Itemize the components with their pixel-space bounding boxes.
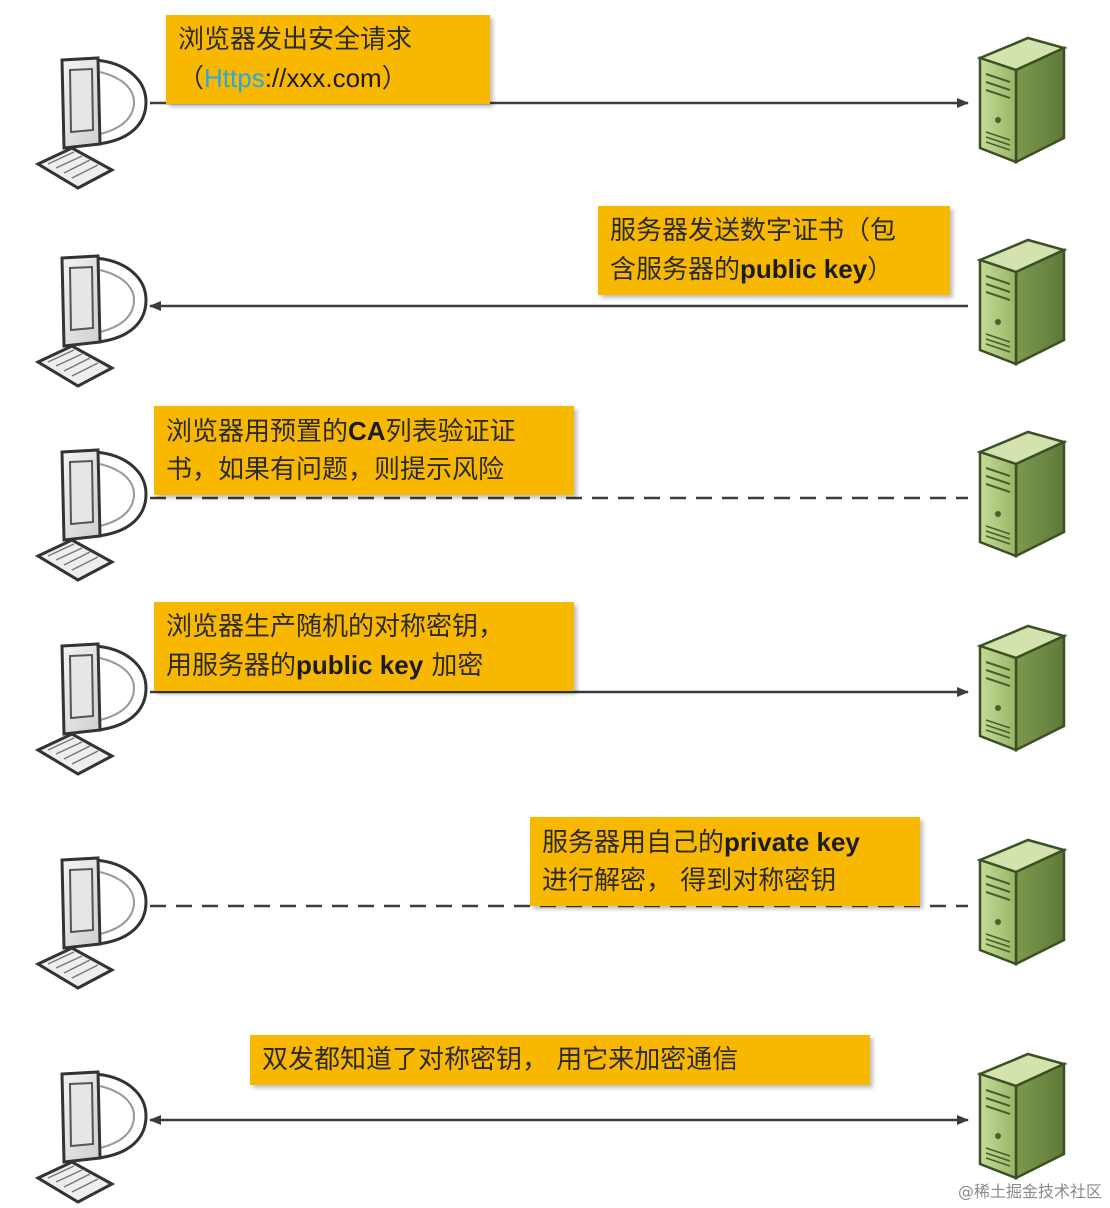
desktop-computer-icon	[36, 448, 148, 582]
note-text: 加密	[423, 651, 484, 681]
server-tower-icon	[978, 430, 1066, 558]
step-5-note: 服务器用自己的private key 进行解密， 得到对称密钥	[530, 817, 920, 906]
note-text: 列表验证证	[385, 417, 516, 447]
note-line: 浏览器生产随机的对称密钥，	[166, 608, 562, 646]
note-text: 双发都知道了对称密钥， 用它来加密通信	[262, 1045, 739, 1075]
note-protocol: Https	[204, 63, 265, 93]
note-line: 浏览器发出安全请求	[178, 21, 478, 59]
note-line: 用服务器的public key 加密	[166, 646, 562, 685]
desktop-computer-icon	[36, 56, 148, 190]
note-text: 进行解密， 得到对称密钥	[542, 866, 837, 896]
note-text: 用服务器的	[166, 651, 297, 681]
step-1-note: 浏览器发出安全请求 （Https://xxx.com）	[166, 15, 490, 104]
note-line: 双发都知道了对称密钥， 用它来加密通信	[262, 1041, 858, 1079]
watermark-text: @稀土掘金技术社区	[957, 1182, 1102, 1201]
step-2-note: 服务器发送数字证书（包含服务器的public key）	[598, 206, 950, 295]
server-tower-icon	[978, 624, 1066, 752]
note-line: 服务器发送数字证书（包	[610, 212, 938, 250]
step-2	[36, 238, 1066, 388]
note-line: 浏览器用预置的CA列表验证证	[166, 412, 562, 451]
note-text: 服务器发送数字证书（包	[610, 216, 897, 246]
step-4-note: 浏览器生产随机的对称密钥， 用服务器的public key 加密	[154, 602, 574, 691]
note-text: 浏览器生产随机的对称密钥，	[166, 612, 505, 642]
note-text: 书，如果有问题，则提示风险	[166, 455, 505, 485]
server-tower-icon	[978, 36, 1066, 164]
note-line: （Https://xxx.com）	[178, 59, 478, 98]
note-keyword: CA	[348, 416, 386, 446]
desktop-computer-icon	[36, 856, 148, 990]
note-url: ://xxx.com	[264, 63, 382, 93]
note-text: （	[178, 64, 205, 94]
note-line: 含服务器的public key）	[610, 250, 938, 289]
server-tower-icon	[978, 238, 1066, 366]
step-3-note: 浏览器用预置的CA列表验证证书，如果有问题，则提示风险	[154, 406, 574, 495]
note-line: 进行解密， 得到对称密钥	[542, 862, 908, 900]
server-tower-icon	[978, 838, 1066, 966]
note-text: ）	[867, 255, 894, 285]
step-3	[36, 430, 1066, 582]
note-line: 书，如果有问题，则提示风险	[166, 451, 562, 489]
desktop-computer-icon	[36, 254, 148, 388]
step-6-note: 双发都知道了对称密钥， 用它来加密通信	[250, 1035, 870, 1085]
note-text: 浏览器用预置的	[166, 417, 349, 447]
note-text: 浏览器发出安全请求	[178, 25, 413, 55]
server-tower-icon	[978, 1052, 1066, 1180]
note-text: ）	[381, 64, 408, 94]
step-4	[36, 624, 1066, 776]
desktop-computer-icon	[36, 1070, 148, 1204]
desktop-computer-icon	[36, 642, 148, 776]
note-keyword: private key	[724, 827, 860, 857]
note-keyword: public key	[740, 254, 868, 284]
step-6	[36, 1052, 1066, 1204]
note-keyword: public key	[296, 650, 424, 680]
note-text: 服务器用自己的	[542, 828, 725, 858]
step-5	[36, 838, 1066, 990]
note-text: 含服务器的	[610, 255, 741, 285]
note-line: 服务器用自己的private key	[542, 823, 908, 862]
